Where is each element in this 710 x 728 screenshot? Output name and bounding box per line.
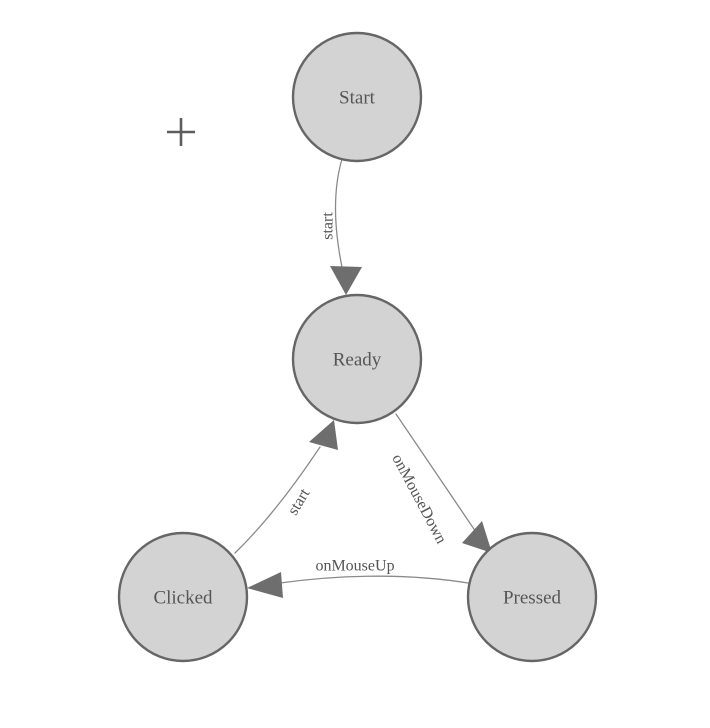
edge-pressed-to-clicked-arrowhead (247, 572, 283, 598)
node-start-circle (291, 31, 423, 163)
edge-pressed-to-clicked-label: onMouseUp (315, 558, 394, 575)
node-start-label: Start (339, 88, 376, 109)
edge-start-to-ready-label: start (320, 212, 337, 240)
node-clicked-label: Clicked (153, 588, 213, 609)
edge-clicked-to-ready-path (234, 446, 321, 554)
edge-ready-to-pressed[interactable]: onMouseDown (388, 413, 492, 553)
crosshair-icon (167, 118, 195, 146)
node-ready-label: Ready (333, 350, 382, 371)
node-ready[interactable]: Ready (291, 293, 423, 425)
node-pressed[interactable]: Pressed (466, 531, 598, 663)
node-pressed-label: Pressed (503, 588, 562, 609)
node-clicked[interactable]: Clicked (117, 531, 249, 663)
edge-pressed-to-clicked[interactable]: onMouseUp (247, 558, 469, 599)
edge-clicked-to-ready-arrowhead (309, 420, 338, 450)
edge-pressed-to-clicked-path (279, 575, 469, 584)
node-pressed-circle (466, 531, 598, 663)
edge-start-to-ready[interactable]: start (320, 158, 363, 295)
edge-ready-to-pressed-path (395, 413, 481, 539)
node-start[interactable]: Start (291, 31, 423, 163)
node-clicked-circle (117, 531, 249, 663)
edge-start-to-ready-arrowhead (330, 266, 362, 295)
edge-clicked-to-ready[interactable]: start (234, 420, 338, 554)
edge-ready-to-pressed-label: onMouseDown (388, 451, 449, 546)
edge-start-to-ready-path (334, 158, 345, 278)
node-ready-circle (291, 293, 423, 425)
edge-ready-to-pressed-arrowhead (462, 521, 492, 553)
